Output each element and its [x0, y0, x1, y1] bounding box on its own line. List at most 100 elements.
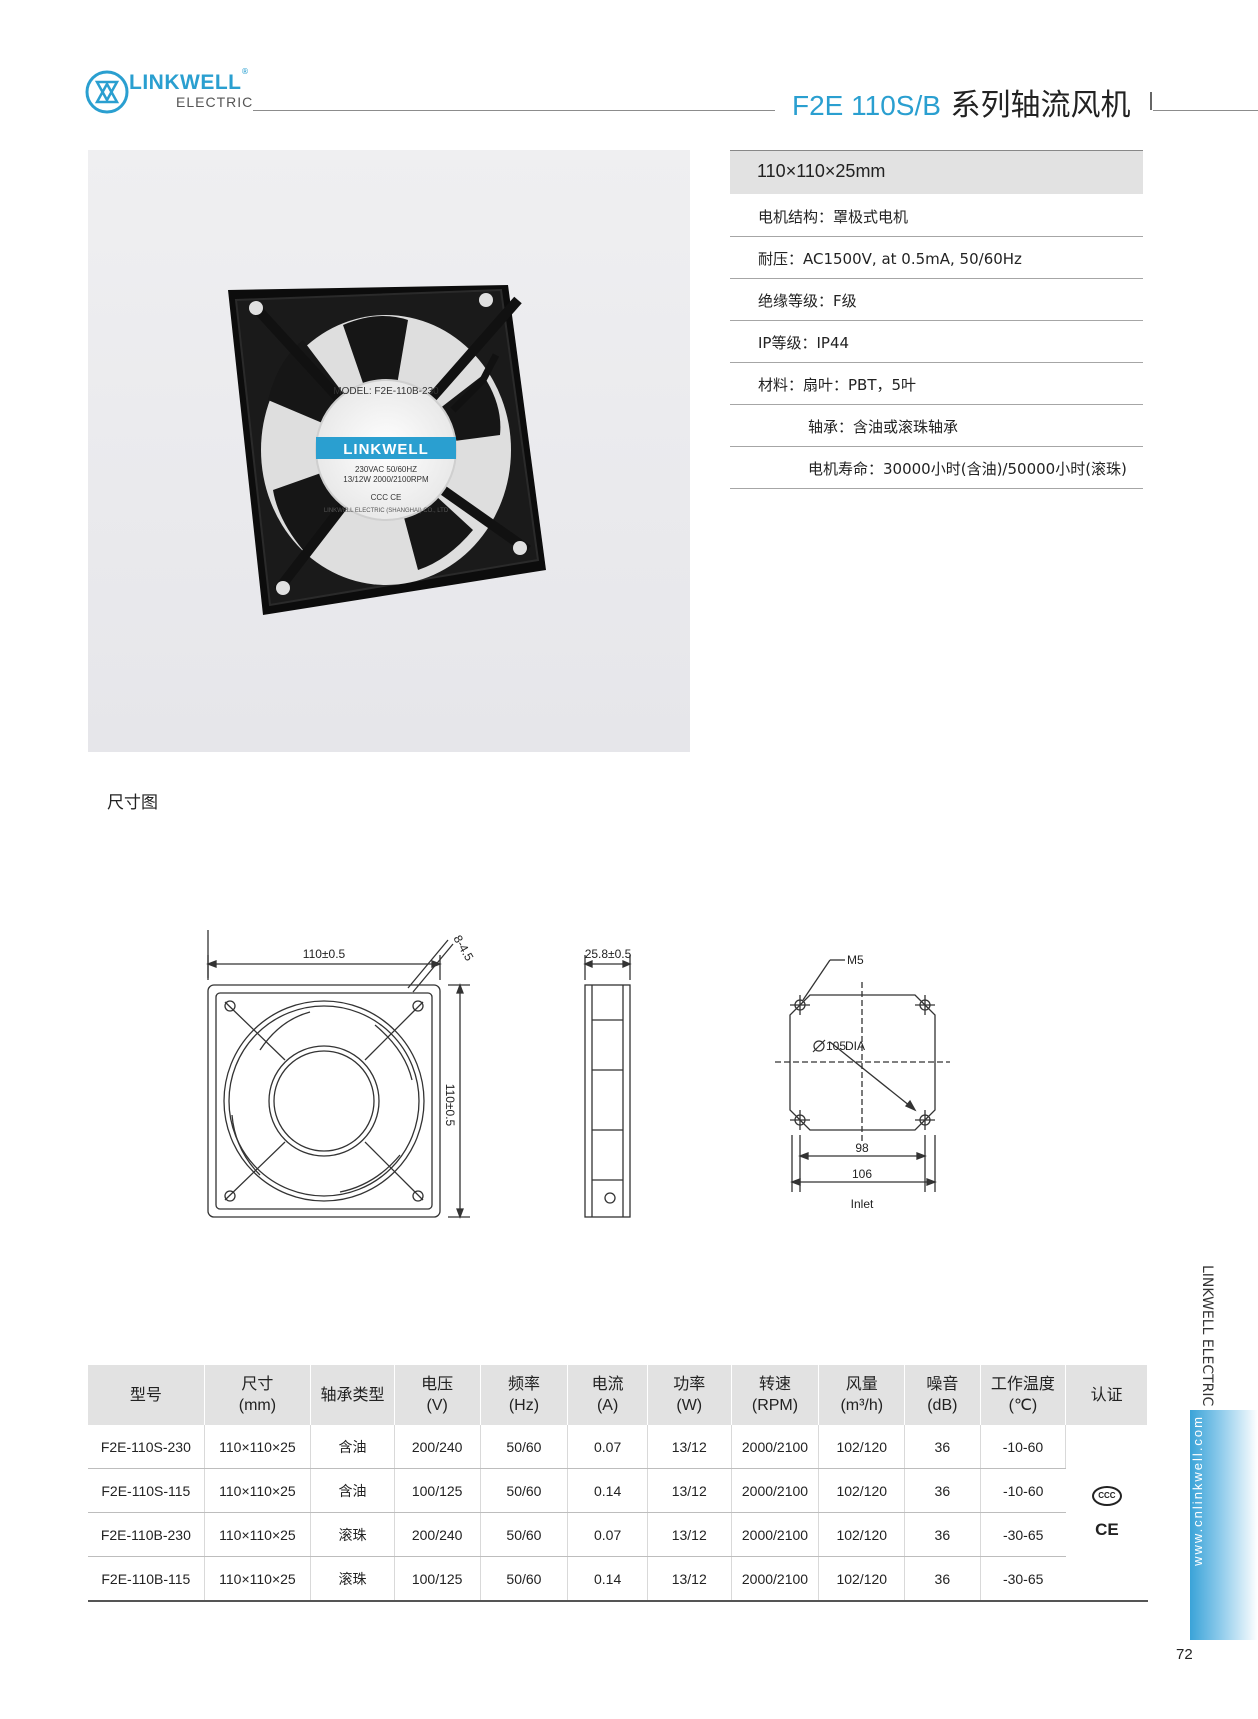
- cell-current: 0.14: [567, 1468, 648, 1513]
- cell-current: 0.07: [567, 1512, 648, 1557]
- ccc-icon: CCC: [1091, 1485, 1122, 1506]
- hub-label-maker: LINKWELL ELECTRIC (SHANGHAI) CO., LTD: [324, 508, 449, 514]
- dimension-drawings: 110±0.5 110±0.5 8-4.5 25.8±0.5 M5 105 DI…: [206, 930, 950, 1219]
- cell-noise: 36: [904, 1556, 981, 1602]
- front-width-label: 110±0.5: [303, 947, 346, 961]
- inlet-label: Inlet: [851, 1197, 874, 1211]
- side-website-url: www.cnlinkwell.com: [1190, 1415, 1205, 1566]
- header-rule-right: [1153, 110, 1258, 111]
- header-model: 型号: [88, 1365, 205, 1425]
- spec-size: 110×110×25mm: [757, 161, 886, 181]
- cell-size: 110×110×25: [204, 1468, 312, 1513]
- cell-size: 110×110×25: [204, 1512, 312, 1557]
- table-row: F2E-110S-230 110×110×25 含油 200/240 50/60…: [88, 1425, 1148, 1602]
- cell-voltage: 100/125: [394, 1556, 481, 1602]
- cell-airflow: 102/120: [818, 1468, 906, 1513]
- cell-voltage: 200/240: [394, 1425, 481, 1469]
- cell-speed: 2000/2100: [731, 1556, 820, 1602]
- cell-frequency: 50/60: [480, 1556, 569, 1602]
- spec-ip: IP等级：IP44: [758, 334, 850, 352]
- cell-power: 13/12: [647, 1425, 732, 1469]
- header-tick: [1150, 92, 1152, 110]
- cell-speed: 2000/2100: [731, 1425, 820, 1469]
- cell-airflow: 102/120: [818, 1425, 906, 1469]
- table-header-row: 型号 尺寸(mm) 轴承类型 电压(V) 频率(Hz) 电流(A) 功率(W) …: [88, 1365, 1148, 1425]
- header-temperature: 工作温度(℃): [980, 1365, 1067, 1425]
- outer-size-label: 106: [852, 1167, 872, 1181]
- header-bearing: 轴承类型: [310, 1365, 395, 1425]
- cell-bearing: 滚珠: [310, 1556, 395, 1602]
- spec-row: IP等级：IP44: [730, 320, 1143, 363]
- cell-speed: 2000/2100: [731, 1512, 820, 1557]
- table-row: F2E-110B-115 110×110×25 滚珠 100/125 50/60…: [88, 1556, 1148, 1602]
- cell-temperature: -10-60: [980, 1468, 1066, 1513]
- cell-voltage: 200/240: [394, 1512, 481, 1557]
- hub-label-cert: CCC CE: [371, 493, 402, 502]
- spec-motor: 电机结构：罩极式电机: [758, 208, 909, 226]
- front-view: [206, 930, 470, 1219]
- cell-voltage: 100/125: [394, 1468, 481, 1513]
- table-row: F2E-110S-115 110×110×25 含油 100/125 50/60…: [88, 1468, 1148, 1513]
- registered-mark: ®: [241, 67, 249, 76]
- cell-bearing: 含油: [310, 1425, 395, 1469]
- spec-insulation: 绝缘等级：F级: [758, 292, 857, 310]
- spec-row: 电机寿命：30000小时(含油)/50000小时(滚珠): [730, 446, 1143, 489]
- brand-subtitle: ELECTRIC: [176, 94, 254, 110]
- spec-top-rule: [730, 150, 1143, 151]
- cell-model: F2E-110S-230: [88, 1425, 205, 1469]
- dimension-title: 尺寸图: [107, 793, 158, 813]
- cable-label: 8-4.5: [451, 933, 477, 964]
- spec-bearing: 轴承：含油或滚珠轴承: [808, 418, 959, 436]
- header-current: 电流(A): [567, 1365, 648, 1425]
- cell-noise: 36: [904, 1425, 981, 1469]
- page-title: F2E 110S/B 系列轴流风机: [792, 80, 1130, 124]
- spec-row: 耐压：AC1500V, at 0.5mA, 50/60Hz: [730, 236, 1143, 279]
- fan-illustration: MODEL: F2E-110B-230 LINKWELL 230VAC 50/6…: [228, 285, 546, 615]
- cell-frequency: 50/60: [480, 1512, 569, 1557]
- cell-temperature: -30-65: [980, 1512, 1066, 1557]
- header-size: 尺寸(mm): [204, 1365, 312, 1425]
- cell-temperature: -30-65: [980, 1556, 1066, 1602]
- header-speed: 转速(RPM): [731, 1365, 820, 1425]
- cell-size: 110×110×25: [204, 1556, 312, 1602]
- cell-power: 13/12: [647, 1512, 732, 1557]
- cell-airflow: 102/120: [818, 1512, 906, 1557]
- cell-speed: 2000/2100: [731, 1468, 820, 1513]
- hub-label-spec1: 230VAC 50/60HZ: [355, 465, 417, 474]
- hub-label-spec2: 13/12W 2000/2100RPM: [343, 475, 429, 484]
- side-accent-bar: [1190, 1410, 1258, 1640]
- diameter-symbol: [813, 1040, 825, 1052]
- spec-row: 材料：扇叶：PBT，5叶: [730, 362, 1143, 405]
- inlet-view: [775, 959, 950, 1192]
- page-title-model: F2E 110S/B: [792, 90, 941, 121]
- header-noise: 噪音(dB): [904, 1365, 981, 1425]
- cell-power: 13/12: [647, 1556, 732, 1602]
- cell-size: 110×110×25: [204, 1425, 312, 1469]
- header-voltage: 电压(V): [394, 1365, 481, 1425]
- page-title-text: 系列轴流风机: [950, 88, 1131, 123]
- cell-model: F2E-110B-230: [88, 1512, 205, 1557]
- spec-row: 绝缘等级：F级: [730, 278, 1143, 321]
- spec-lifetime: 电机寿命：30000小时(含油)/50000小时(滚珠): [808, 460, 1127, 478]
- header-power: 功率(W): [647, 1365, 732, 1425]
- brand-name: LINKWELL: [129, 71, 242, 94]
- cell-frequency: 50/60: [480, 1425, 569, 1469]
- spec-row: 轴承：含油或滚珠轴承: [730, 404, 1143, 447]
- cell-temperature: -10-60: [980, 1425, 1067, 1469]
- product-photo: MODEL: F2E-110B-230 LINKWELL 230VAC 50/6…: [88, 150, 690, 752]
- spec-voltage: 耐压：AC1500V, at 0.5mA, 50/60Hz: [758, 250, 1022, 268]
- side-depth-label: 25.8±0.5: [585, 947, 632, 961]
- header-airflow: 风量(m³/h): [818, 1365, 906, 1425]
- cell-noise: 36: [904, 1512, 981, 1557]
- cell-certification: CCC CE: [1065, 1425, 1148, 1602]
- spec-row: 电机结构：罩极式电机: [730, 194, 1143, 237]
- header-certification: 认证: [1065, 1365, 1148, 1425]
- cell-current: 0.14: [567, 1556, 648, 1602]
- header-rule-left: [253, 110, 775, 111]
- header-frequency: 频率(Hz): [480, 1365, 569, 1425]
- screw-label: M5: [847, 953, 864, 967]
- cell-bearing: 含油: [310, 1468, 395, 1513]
- diameter-label: 105: [826, 1039, 846, 1053]
- cell-power: 13/12: [647, 1468, 732, 1513]
- dia-label: DIA: [845, 1039, 865, 1053]
